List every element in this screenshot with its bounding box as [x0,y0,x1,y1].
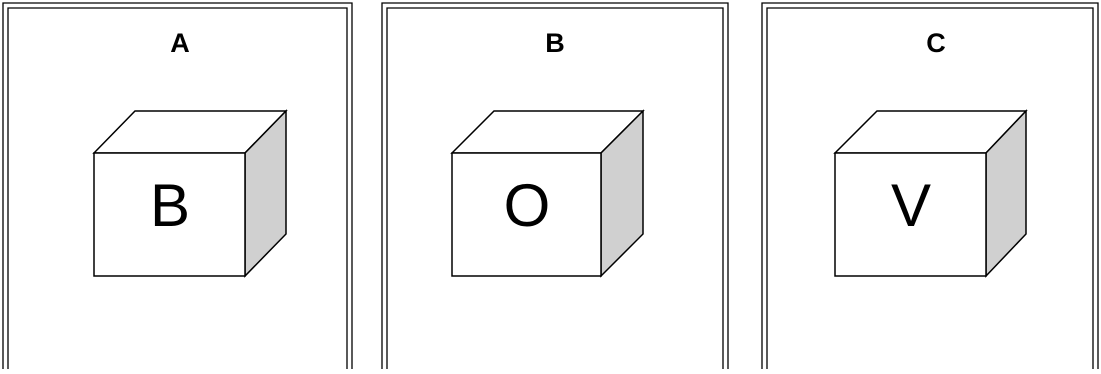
panel-c: C V [761,2,1099,369]
cube-front-face [834,152,987,277]
panel-a: A B [2,2,353,369]
cube-front-face [451,152,602,277]
panel-frame [381,2,729,369]
panel-b: B O [381,2,729,369]
cube-letter: O [504,172,551,239]
panel-frame [761,2,1099,369]
cube-front-face [93,152,246,277]
cube [450,109,645,278]
cube-letter: V [891,172,931,239]
cube-letter: B [150,172,190,239]
cube [833,109,1028,278]
panel-label: B [545,28,565,58]
panel-label: C [926,28,946,58]
cube [92,109,288,278]
panel-label: A [170,28,190,58]
panel-frame [2,2,353,369]
